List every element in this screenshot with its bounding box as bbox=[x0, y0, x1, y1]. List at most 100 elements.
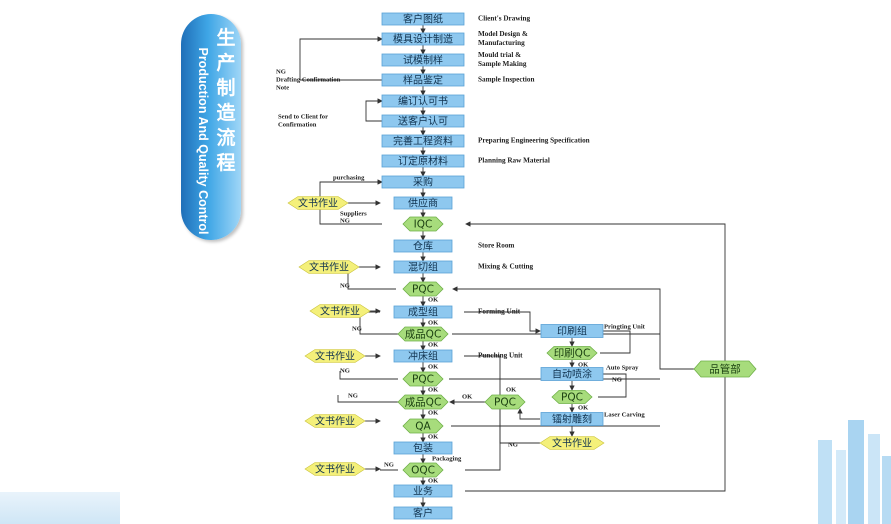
ng-label-4: NG bbox=[348, 393, 358, 400]
laser-to-pqc bbox=[517, 408, 540, 420]
doc-work-left-5: 文书作业 bbox=[304, 414, 366, 428]
branch-step-5-en: Laser Carving bbox=[604, 412, 645, 419]
main-step-16: 成品QC bbox=[397, 326, 449, 342]
qc-department: 品管部 bbox=[693, 360, 757, 378]
main-step-24: 客户 bbox=[393, 507, 453, 520]
packaging-label: Packaging bbox=[432, 456, 462, 463]
doc-work-left-4-label: 文书作业 bbox=[315, 350, 355, 363]
ok-label-main-6: OK bbox=[428, 410, 439, 417]
main-step-17: 冲床组 bbox=[393, 350, 453, 363]
main-step-15-label: 成型组 bbox=[408, 306, 438, 319]
flow-connectors bbox=[299, 25, 726, 508]
main-step-21: 包装 bbox=[393, 442, 453, 455]
main-step-16-label: 成品QC bbox=[405, 329, 442, 341]
main-step-22: OQC bbox=[402, 462, 444, 478]
main-step-3: 试模制样 bbox=[381, 54, 465, 67]
main-step-11: IQC bbox=[402, 216, 444, 232]
qc-department-label: 品管部 bbox=[709, 363, 741, 376]
main-step-2-label: 模具设计制造 bbox=[393, 33, 453, 46]
punching-link bbox=[464, 355, 501, 471]
drafting-note-3: Note bbox=[276, 85, 289, 92]
main-step-19: 成品QC bbox=[397, 394, 449, 410]
doc-work-left-6: 文书作业 bbox=[304, 462, 366, 476]
doc-ng-label: NG bbox=[508, 442, 518, 449]
branch-step-5: 镭射雕刻 bbox=[540, 412, 604, 426]
pqc-middle-label: PQC bbox=[494, 397, 516, 409]
main-step-8-label: 订定原材料 bbox=[398, 155, 448, 168]
main-step-9: 采购 bbox=[381, 176, 465, 189]
main-step-18-label: PQC bbox=[412, 374, 434, 386]
ng-return-4 bbox=[337, 395, 398, 403]
main-step-2: 模具设计制造 bbox=[381, 33, 465, 46]
main-step-14-label: PQC bbox=[412, 284, 434, 296]
main-step-6-label: 送客户认可 bbox=[398, 115, 448, 128]
branch-step-2: 印刷QC bbox=[546, 346, 598, 360]
main-step-2-en-1: Model Design & bbox=[478, 30, 528, 38]
branch-step-3: 自动喷涂 bbox=[540, 367, 604, 381]
branch-ok-2: OK bbox=[578, 405, 589, 412]
main-step-12-en-1: Store Room bbox=[478, 242, 514, 250]
main-step-9-label: 采购 bbox=[413, 176, 433, 189]
main-step-6: 送客户认可 bbox=[381, 115, 465, 128]
main-step-7-label: 完善工程资料 bbox=[393, 135, 453, 148]
main-step-10: 供应商 bbox=[393, 197, 453, 210]
main-step-21-label: 包装 bbox=[413, 442, 433, 455]
main-step-7-en-1: Preparing Engineering Specification bbox=[478, 137, 590, 145]
main-step-20-label: QA bbox=[415, 421, 431, 433]
main-step-17-label: 冲床组 bbox=[408, 350, 438, 363]
branch-loop-1 bbox=[600, 330, 631, 354]
branch-loop-2 bbox=[598, 373, 627, 398]
qc-to-pqc bbox=[452, 286, 694, 370]
corner-decoration-left bbox=[0, 492, 120, 524]
main-step-24-label: 客户 bbox=[413, 507, 433, 520]
branch-step-2-label: 印刷QC bbox=[554, 347, 591, 360]
main-step-4: 样品鉴定 bbox=[381, 74, 465, 87]
main-step-8-en-1: Planning Raw Material bbox=[478, 157, 550, 165]
forming-to-printing bbox=[464, 311, 541, 334]
doc-to-pqc bbox=[499, 409, 540, 444]
main-step-11-label: IQC bbox=[414, 219, 433, 231]
doc-work-left-5-label: 文书作业 bbox=[315, 415, 355, 428]
main-step-7: 完善工程资料 bbox=[381, 135, 465, 148]
main-step-13: 混切组 bbox=[393, 261, 453, 274]
main-step-13-label: 混切组 bbox=[408, 261, 438, 274]
branch-ng-label: NG bbox=[612, 377, 622, 384]
branch-step-3-en: Auto Spray bbox=[606, 365, 639, 372]
main-step-15-en-1: Forming Unit bbox=[478, 308, 521, 316]
branch-step-6: 文书作业 bbox=[539, 436, 605, 450]
ok-label-main-1: OK bbox=[428, 297, 439, 304]
title-banner: Production And Quality Control 生产制造流程 bbox=[181, 14, 241, 240]
branch-step-6-label: 文书作业 bbox=[552, 437, 592, 450]
doc-work-left-2: 文书作业 bbox=[298, 260, 360, 274]
ng-label-5: NG bbox=[384, 462, 394, 469]
doc-work-left-1-label: 文书作业 bbox=[298, 197, 338, 210]
doc-work-left-2-label: 文书作业 bbox=[309, 261, 349, 274]
doc-work-left-3-label: 文书作业 bbox=[320, 305, 360, 318]
main-step-10-label: 供应商 bbox=[408, 197, 438, 210]
pqc-middle: PQC bbox=[484, 394, 526, 410]
loop-send-client bbox=[365, 98, 383, 122]
main-step-15: 成型组 bbox=[393, 306, 453, 319]
ng-label-1: NG bbox=[340, 283, 350, 290]
ok-label-main-2: OK bbox=[428, 320, 439, 327]
main-step-17-en-1: Punching Unit bbox=[478, 352, 523, 360]
branch-step-4: PQC bbox=[551, 390, 593, 404]
branch-step-5-label: 镭射雕刻 bbox=[552, 413, 592, 426]
qc-to-business bbox=[465, 377, 726, 492]
doc-work-left-6-label: 文书作业 bbox=[315, 463, 355, 476]
main-step-13-en-1: Mixing & Cutting bbox=[478, 263, 534, 271]
branch-ok-1: OK bbox=[578, 362, 589, 369]
main-step-5: 编订认可书 bbox=[381, 95, 465, 108]
ng-label-3: NG bbox=[340, 368, 350, 375]
main-step-1-label: 客户图纸 bbox=[403, 13, 443, 26]
ng-return-1 bbox=[347, 266, 396, 290]
main-step-12-label: 仓库 bbox=[413, 240, 433, 253]
branch-step-1: 印刷组 bbox=[540, 324, 604, 338]
qc-to-iqc bbox=[465, 221, 726, 361]
main-step-3-en-1: Mould trial & bbox=[478, 51, 521, 59]
ok-label-main-7: OK bbox=[428, 434, 439, 441]
city-skyline-decoration bbox=[818, 420, 891, 524]
main-step-3-en-2: Sample Making bbox=[478, 60, 527, 68]
main-step-19-label: 成品QC bbox=[405, 397, 442, 409]
